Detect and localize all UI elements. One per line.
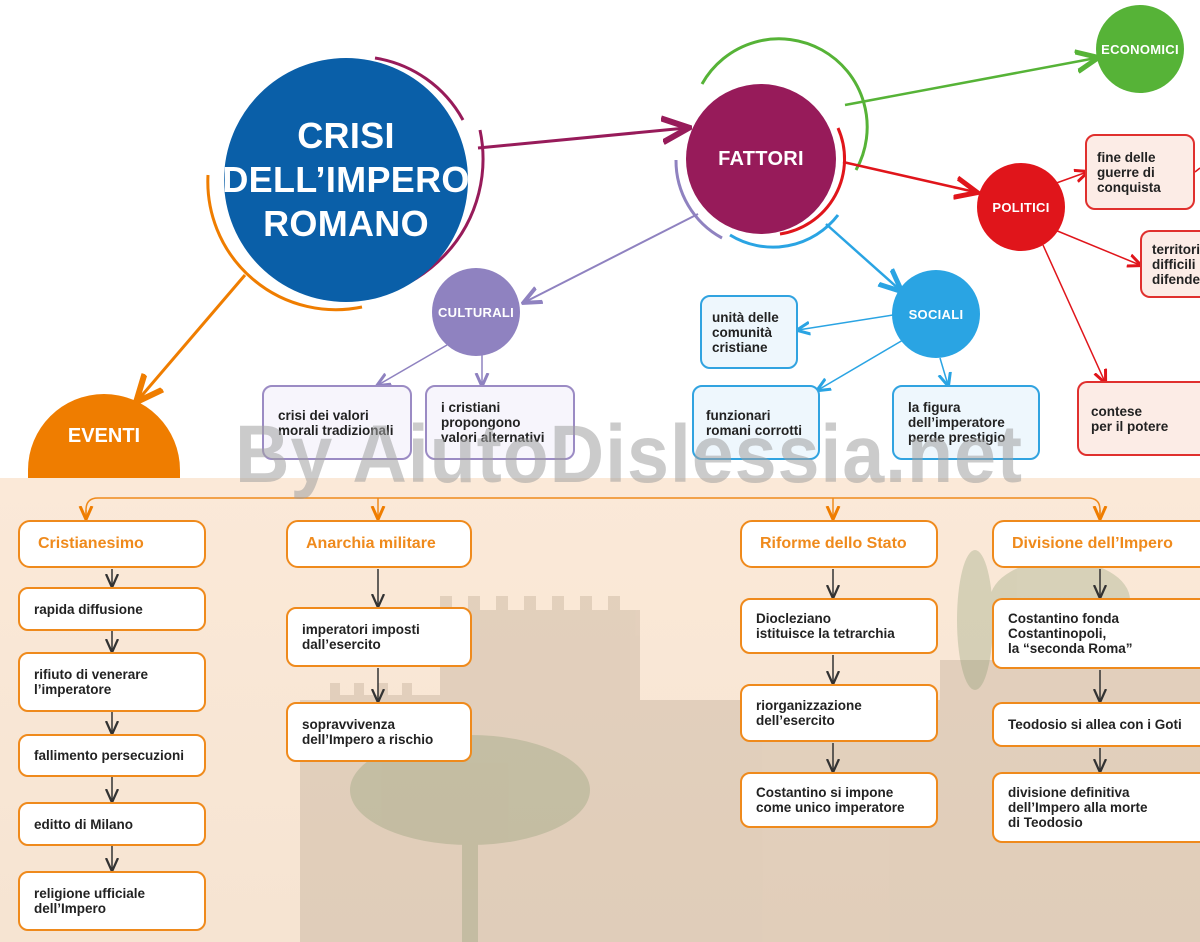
event-item: fallimento persecuzioni <box>18 734 206 777</box>
node-culturali: CULTURALI <box>432 268 520 356</box>
eventi-label: EVENTI <box>67 424 141 447</box>
culturali-item: crisi dei valori morali tradizionali <box>262 385 412 460</box>
politici-item: territori difficili difendere <box>1140 230 1200 298</box>
event-heading-divisione: Divisione dell’Impero <box>992 520 1200 568</box>
event-item: sopravvivenza dell’Impero a rischio <box>286 702 472 762</box>
event-item: Costantino fonda Costantinopoli, la “sec… <box>992 598 1200 669</box>
culturali-item: i cristiani propongono valori alternativ… <box>425 385 575 460</box>
event-heading-cristianesimo: Cristianesimo <box>18 520 206 568</box>
event-item: Teodosio si allea con i Goti <box>992 702 1200 747</box>
event-item: riorganizzazione dell’esercito <box>740 684 938 742</box>
event-item: editto di Milano <box>18 802 206 846</box>
watermark: By AiutoDislessia.net <box>235 409 1023 500</box>
event-item: Diocleziano istituisce la tetrarchia <box>740 598 938 654</box>
event-item: religione ufficiale dell’Impero <box>18 871 206 931</box>
node-sociali: SOCIALI <box>892 270 980 358</box>
sociali-item: funzionari romani corrotti <box>692 385 820 460</box>
event-heading-riforme: Riforme dello Stato <box>740 520 938 568</box>
event-item: divisione definitiva dell’Impero alla mo… <box>992 772 1200 843</box>
node-politici: POLITICI <box>977 163 1065 251</box>
node-fattori: FATTORI <box>686 84 836 234</box>
event-heading-anarchia: Anarchia militare <box>286 520 472 568</box>
politici-item: fine delle guerre di conquista <box>1085 134 1195 210</box>
node-economici: ECONOMICI <box>1096 5 1184 93</box>
event-item: Costantino si impone come unico imperato… <box>740 772 938 828</box>
event-item: rifiuto di venerare l’imperatore <box>18 652 206 712</box>
central-node: CRISI DELL’IMPERO ROMANO <box>222 58 469 302</box>
event-item: imperatori imposti dall’esercito <box>286 607 472 667</box>
politici-item: contese per il potere <box>1077 381 1200 456</box>
sociali-item: unità delle comunità cristiane <box>700 295 798 369</box>
event-item: rapida diffusione <box>18 587 206 631</box>
sociali-item: la figura dell’imperatore perde prestigi… <box>892 385 1040 460</box>
